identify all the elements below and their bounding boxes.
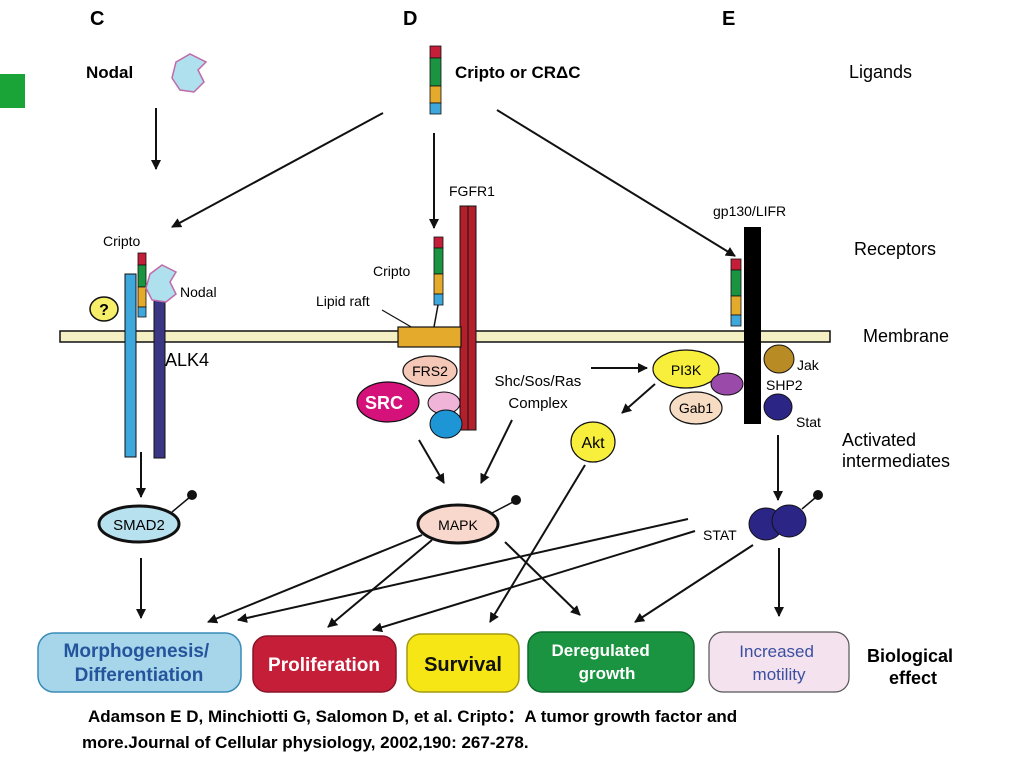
gp130-receptor: [744, 227, 761, 424]
akt-label: Akt: [581, 435, 605, 452]
jak-node: [763, 344, 795, 374]
effect-deregulated-box: [527, 631, 695, 693]
row-label-receptors: Receptors: [854, 239, 936, 259]
arrow-mapk-to-morpho: [207, 534, 423, 624]
alk4-dark-chain: [153, 289, 166, 459]
arrow-stat-to-dereg: [634, 544, 754, 623]
lipid-raft-label: Lipid raft: [316, 293, 370, 309]
mapk-phospho-stalk: [491, 501, 514, 514]
effect-survival-box: [406, 633, 520, 693]
frs2-node: [402, 355, 458, 387]
arrow-stat-to-prolif: [372, 530, 696, 633]
src-label: SRC: [365, 393, 403, 413]
slide-accent-bar: [0, 74, 25, 108]
fgfr1-chain-right: [467, 205, 477, 431]
unknown-coreceptor: [89, 296, 119, 322]
cripto-domain-bar-d: [433, 236, 444, 306]
effect-proliferation-box: [252, 635, 397, 693]
panel-label-e: E: [722, 8, 735, 30]
fgfr1-label: FGFR1: [449, 183, 495, 199]
gab1-label: Gab1: [679, 400, 713, 416]
unknown-coreceptor-label: ?: [99, 302, 109, 319]
effect-motility-label: Increased motility: [739, 642, 818, 684]
pathway-arrows: [136, 108, 784, 633]
row-label-biological-effect: Biological effect: [867, 646, 958, 688]
cripto-anchor-stalk: [433, 304, 439, 328]
arrow-pi3k-to-akt: [621, 383, 656, 414]
panel-label-d: D: [403, 8, 417, 30]
alk4-label: ALK4: [165, 350, 209, 370]
mapk-node: [416, 503, 500, 545]
arrow-akt-to-survival: [489, 464, 586, 623]
nodal-bound-shape: [145, 264, 178, 303]
row-label-activated: Activated intermediates: [842, 430, 950, 471]
citation-line-2: more.Journal of Cellular physiology, 200…: [82, 733, 529, 752]
effect-deregulated-label: Deregulated growth: [552, 641, 655, 683]
arrow-cripto-to-c: [171, 112, 384, 228]
nodal-ligand-shape: [171, 53, 208, 93]
adaptor-purple-node: [710, 372, 744, 396]
akt-node: [570, 421, 616, 463]
effect-motility-box: [708, 631, 850, 693]
stat-receptor-node: [763, 393, 793, 421]
pi3k-label: PI3K: [671, 362, 702, 378]
citation: Adamson E D, Minchiotti G, Salomon D, et…: [82, 704, 882, 756]
arrow-mapk-to-prolif: [327, 539, 433, 628]
adaptor-blue-node: [429, 409, 463, 439]
cripto-domain-bar-c: [137, 252, 147, 318]
arrow-stat-to-morpho: [237, 518, 689, 623]
stat-receptor-label: Stat: [796, 414, 821, 430]
arrow-shc-to-mapk: [480, 419, 513, 484]
effect-morphogenesis-label: Morphogenesis/ Differentiation: [64, 641, 215, 686]
effect-morphogenesis-box: [37, 632, 242, 693]
row-label-membrane: Membrane: [863, 326, 949, 346]
row-label-ligands: Ligands: [849, 62, 912, 82]
mapk-label: MAPK: [438, 517, 478, 533]
alk4-light-chain: [124, 273, 137, 458]
stat-phospho-stalk: [801, 497, 816, 510]
effect-survival-label: Survival: [424, 654, 502, 676]
cripto-domain-bar-e: [730, 258, 742, 327]
src-node: [356, 381, 420, 423]
lipid-raft-pointer: [381, 309, 414, 329]
cripto-receptor-label-c: Cripto: [103, 233, 141, 249]
nodal-receptor-label: Nodal: [180, 284, 217, 300]
citation-line-1: Adamson E D, Minchiotti G, Salomon D, et…: [88, 707, 738, 726]
ligand-cripto-label: Cripto or CRΔC: [455, 63, 581, 82]
smad2-phospho-stalk: [171, 496, 191, 513]
stat-dimer-label: STAT: [703, 527, 737, 543]
gab1-node: [669, 391, 723, 425]
cripto-receptor-label-d: Cripto: [373, 263, 411, 279]
jak-label: Jak: [797, 357, 820, 373]
stat-dimer-right: [771, 504, 807, 538]
arrow-src-to-mapk: [418, 439, 445, 484]
fgfr1-chain-left: [459, 205, 469, 431]
panel-label-c: C: [90, 8, 104, 30]
cripto-domain-bar-ligand: [429, 45, 442, 115]
frs2-label: FRS2: [412, 363, 448, 379]
effect-proliferation-label: Proliferation: [268, 655, 380, 676]
mapk-phospho-dot: [511, 495, 521, 505]
smad2-label: SMAD2: [113, 517, 165, 534]
gp130-label: gp130/LIFR: [713, 203, 786, 219]
smad2-phospho-dot: [187, 490, 197, 500]
shc-complex-label: Shc/Sos/Ras Complex: [495, 373, 586, 412]
arrow-cripto-to-e: [496, 109, 736, 257]
ligand-nodal-label: Nodal: [86, 63, 133, 82]
stat-phospho-dot: [813, 490, 823, 500]
shp2-label: SHP2: [766, 377, 803, 393]
smad2-node: [97, 504, 181, 544]
lipid-raft: [397, 326, 462, 348]
pi3k-node: [652, 349, 720, 389]
